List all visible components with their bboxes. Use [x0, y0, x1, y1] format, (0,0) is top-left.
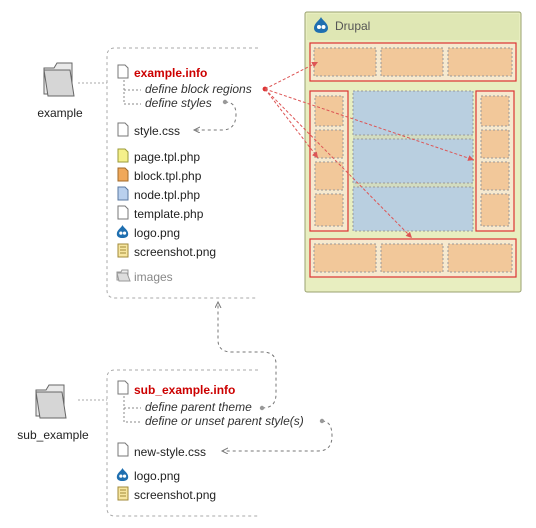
sub-example-info-file: sub_example.info [134, 383, 236, 397]
info-line-parent-styles: define or unset parent style(s) [145, 414, 304, 428]
file-new-style-css: new-style.css [134, 445, 207, 459]
file-icon [117, 442, 129, 457]
drupal-logo-icon [314, 17, 328, 33]
orange-file-icon [117, 167, 129, 182]
drupal-drop-icon [116, 468, 129, 481]
sub-file-screenshot-png: screenshot.png [134, 488, 217, 502]
info-line-block-regions: define block regions [145, 82, 252, 96]
image-file-icon [117, 243, 129, 258]
file-icon [117, 205, 129, 220]
sub-theme-box [106, 369, 258, 517]
parent-style-arrow [222, 420, 333, 451]
file-icon [117, 64, 129, 79]
sub-example-folder-label: sub_example [17, 428, 89, 442]
region-arrow-right [264, 88, 475, 161]
sub-file-logo-png: logo.png [134, 469, 181, 483]
file-icon [117, 380, 129, 395]
file-logo-png: logo.png [134, 226, 181, 240]
yellow-file-icon [117, 148, 129, 163]
example-folder-icon [43, 62, 75, 97]
info-line-parent-theme: define parent theme [145, 400, 252, 414]
image-file-icon [117, 486, 129, 501]
folder-icon [116, 269, 131, 282]
parent-theme-arrow [218, 302, 277, 409]
sub-example-folder-icon [35, 384, 67, 419]
file-icon [117, 122, 129, 137]
drupal-window-title: Drupal [335, 19, 371, 33]
file-style-css: style.css [134, 124, 181, 138]
blue-file-icon [117, 186, 129, 201]
example-info-file: example.info [134, 66, 208, 80]
file-template-php: template.php [134, 207, 204, 221]
drupal-drop-icon [116, 225, 129, 238]
region-arrow-left [264, 88, 319, 159]
file-node-tpl: node.tpl.php [134, 188, 201, 202]
styles-arrow [194, 101, 237, 130]
file-block-tpl: block.tpl.php [134, 169, 202, 183]
info-line-styles: define styles [145, 96, 212, 110]
main-theme-box [106, 47, 258, 299]
file-page-tpl: page.tpl.php [134, 150, 201, 164]
example-folder-label: example [37, 106, 83, 120]
folder-images: images [134, 270, 173, 284]
file-screenshot-png: screenshot.png [134, 245, 217, 259]
